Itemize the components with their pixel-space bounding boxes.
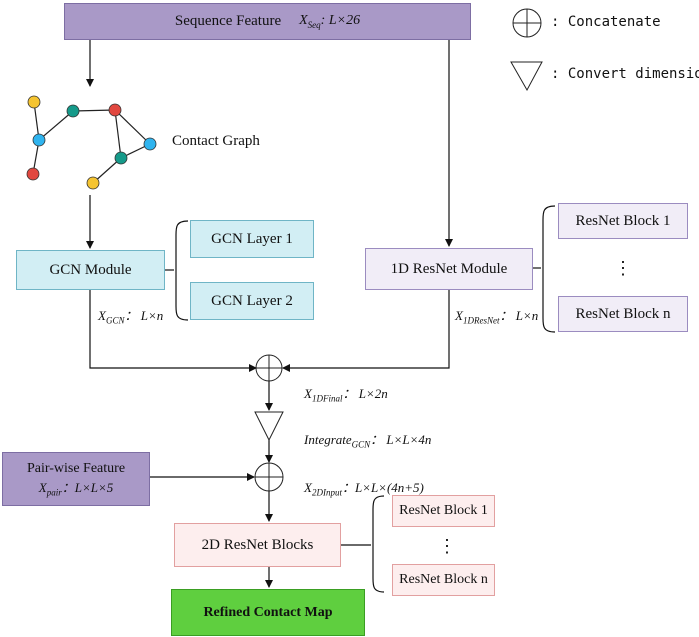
legend-convert-label: : Convert dimension <box>551 66 699 82</box>
gcn-layer-2-box: GCN Layer 2 <box>190 282 314 320</box>
contact-graph-network <box>26 95 157 190</box>
legend-concatenate-icon <box>512 8 542 38</box>
x-1dfinal-annotation: X1DFinal： L×2n <box>304 386 388 404</box>
gcn-layer-1-label: GCN Layer 1 <box>211 230 293 247</box>
resnet-1d-block-1-label: ResNet Block 1 <box>575 212 671 229</box>
legend-convert-icon <box>510 61 543 92</box>
gcn-layer-1-box: GCN Layer 1 <box>190 220 314 258</box>
sequence-feature-box: Sequence Feature XSeq: L×26 <box>64 3 471 40</box>
resnet1d-block-bracket <box>542 205 556 333</box>
graph-node <box>108 103 122 117</box>
concatenate-symbol-1 <box>255 354 283 382</box>
gcn-module-label: GCN Module <box>49 261 132 278</box>
convert-dimension-symbol <box>254 411 284 442</box>
sequence-feature-label: Sequence Feature <box>174 13 282 29</box>
graph-node <box>86 176 100 190</box>
pairwise-feature-box: Pair-wise Feature Xpair：L×L×5 <box>2 452 150 506</box>
resnet-2d-block-1-label: ResNet Block 1 <box>399 503 488 518</box>
gcn-layer-bracket <box>175 220 189 321</box>
x-1dresnet-annotation: X1DResNet： L×n <box>455 308 539 326</box>
legend-concatenate-label: : Concatenate <box>551 14 661 30</box>
x-2dinput-annotation: X2DInput：L×L×(4n+5) <box>304 480 424 498</box>
resnet-2d-blocks-label: 2D ResNet Blocks <box>201 536 314 553</box>
gcn-module-box: GCN Module <box>16 250 165 290</box>
graph-node <box>114 151 128 165</box>
graph-node <box>26 167 40 181</box>
resnet-1d-block-n-box: ResNet Block n <box>558 296 688 332</box>
resnet-1d-block-n-label: ResNet Block n <box>575 305 671 322</box>
resnet-2d-block-n-box: ResNet Block n <box>392 564 495 596</box>
resnet-2d-block-n-label: ResNet Block n <box>399 572 488 587</box>
arrow-resnet1d-to-concat <box>282 290 450 372</box>
resnet-1d-block-1-box: ResNet Block 1 <box>558 203 688 239</box>
concatenate-symbol-2 <box>254 462 284 492</box>
graph-node <box>32 133 46 147</box>
graph-node <box>143 137 157 151</box>
integrate-gcn-annotation: IntegrateGCN： L×L×4n <box>304 432 432 450</box>
refined-contact-map-label: Refined Contact Map <box>203 604 333 620</box>
pairwise-feature-var: Xpair：L×L×5 <box>38 479 114 498</box>
pairwise-feature-label: Pair-wise Feature <box>26 460 126 476</box>
contact-graph-label: Contact Graph <box>172 133 260 149</box>
graph-node <box>27 95 41 109</box>
resnet2d-block-bracket <box>372 495 385 593</box>
refined-contact-map-box: Refined Contact Map <box>171 589 365 636</box>
graph-node <box>66 104 80 118</box>
resnet-2d-blocks-box: 2D ResNet Blocks <box>174 523 341 567</box>
resnet-1d-module-box: 1D ResNet Module <box>365 248 533 290</box>
arrow-gcn-to-concat <box>89 290 257 372</box>
x-gcn-annotation: XGCN： L×n <box>98 308 164 326</box>
sequence-feature-var: XSeq: L×26 <box>299 13 361 30</box>
resnet-1d-module-label: 1D ResNet Module <box>390 260 508 277</box>
resnet-2d-ellipsis: ⋮ <box>438 536 456 556</box>
gcn-layer-2-label: GCN Layer 2 <box>211 292 293 309</box>
resnet-1d-ellipsis: ⋮ <box>614 258 632 278</box>
resnet-2d-block-1-box: ResNet Block 1 <box>392 495 495 527</box>
